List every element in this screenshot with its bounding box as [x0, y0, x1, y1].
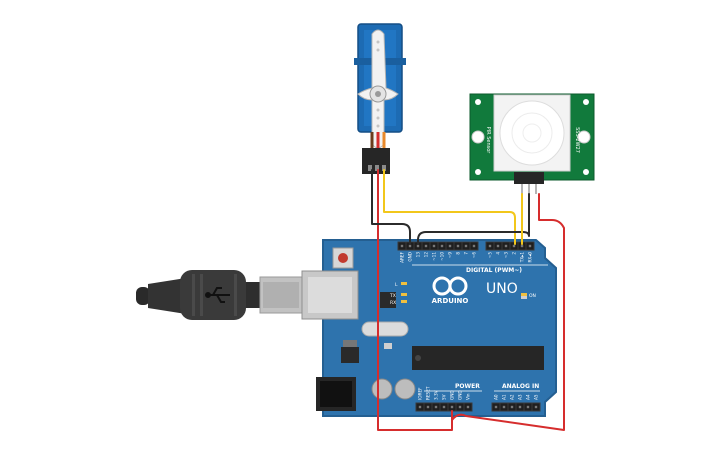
servo-motor[interactable]: [354, 23, 406, 174]
pin-label: RX◂0: [528, 252, 533, 263]
pin-label: ~3: [504, 252, 509, 259]
pin-label: 3.3V: [434, 390, 439, 400]
pin-label: Vin: [466, 393, 471, 400]
pin-hole: [416, 244, 420, 248]
wire-red-5v[interactable]: [377, 169, 565, 431]
capacitor: [371, 378, 393, 400]
pin-label: 5V: [442, 394, 447, 400]
pin-label: GND: [450, 390, 455, 400]
pin-hole: [440, 244, 444, 248]
pin-hole: [432, 244, 436, 248]
voltage-regulator: [341, 347, 359, 363]
wire-black-servo-gnd[interactable]: [371, 169, 411, 245]
pir-sensor[interactable]: PIR Sensor SSS-2W27: [469, 93, 595, 194]
pin-label: ~6: [472, 252, 477, 259]
pin-hole: [472, 244, 476, 248]
pin-label: TX▸1: [520, 252, 525, 264]
pin-hole: [456, 244, 460, 248]
pin-hole: [534, 405, 538, 409]
pin-label: ~5: [488, 252, 493, 259]
arduino-brand: ARDUINO: [432, 297, 469, 305]
pin-hole: [502, 405, 506, 409]
digital-pin-header: [397, 241, 535, 251]
pin-label: A1: [502, 394, 507, 400]
wire-yellow-servo-signal[interactable]: [383, 169, 516, 245]
pin-hole: [458, 405, 462, 409]
capacitor: [394, 378, 416, 400]
pin-hole: [520, 244, 524, 248]
pin-hole: [464, 244, 468, 248]
arduino-model: UNO: [486, 281, 518, 297]
pin-hole: [400, 244, 404, 248]
power-pin-header: [415, 402, 473, 412]
pin-hole: [442, 405, 446, 409]
pin-label: 7: [464, 252, 469, 255]
pin-label: GND: [408, 252, 413, 262]
usb-chip: [380, 292, 396, 308]
analog-header-label: ANALOG IN: [502, 383, 539, 390]
wires: [371, 169, 565, 431]
pin-hole: [488, 244, 492, 248]
arduino-uno-board[interactable]: ARDUINO UNO L TX RX ON DIGITAL (PWM~) PO…: [301, 239, 557, 417]
pin-label: 2: [512, 252, 517, 255]
crystal-oscillator: [361, 321, 409, 337]
power-header-label: POWER: [455, 383, 480, 390]
pin-label: A3: [518, 394, 523, 400]
pin-hole: [504, 244, 508, 248]
pin-label: 12: [424, 252, 429, 258]
pin-label: AREF: [400, 251, 405, 262]
pin-hole: [450, 405, 454, 409]
pin-label: RESET: [426, 386, 431, 400]
pin-hole: [448, 244, 452, 248]
pin-label: IOREF: [418, 387, 423, 400]
wire-black-pir-gnd[interactable]: [417, 193, 530, 245]
pin-label: 8: [456, 252, 461, 255]
pin-label: A2: [510, 394, 515, 400]
pir-side-label: PIR Sensor: [485, 127, 491, 155]
usb-cable[interactable]: [136, 270, 303, 320]
pin-hole: [418, 405, 422, 409]
pin-label: A5: [534, 394, 539, 400]
atmega-chip: [412, 346, 544, 370]
pin-hole: [426, 405, 430, 409]
pin-hole: [518, 405, 522, 409]
pin-label: GND: [458, 390, 463, 400]
pin-label: ~9: [448, 252, 453, 259]
pir-part-label: SSS-2W27: [574, 127, 580, 153]
pin-hole: [528, 244, 532, 248]
pin-label: ~10: [440, 252, 445, 261]
pin-hole: [434, 405, 438, 409]
pin-label: 13: [416, 252, 421, 258]
pin-hole: [466, 405, 470, 409]
usb-icon: [205, 287, 230, 303]
pin-hole: [494, 405, 498, 409]
led-rx-label: RX: [390, 300, 396, 306]
pin-label: A0: [494, 394, 499, 400]
pin-hole: [526, 405, 530, 409]
pin-label: ~11: [432, 252, 437, 261]
pir-connector[interactable]: [514, 172, 544, 184]
pin-hole: [424, 244, 428, 248]
pin-label: A4: [526, 394, 531, 400]
reset-button[interactable]: [332, 247, 354, 269]
arduino-logo-icon: [432, 276, 468, 296]
pin-hole: [512, 244, 516, 248]
led-tx-label: TX: [389, 293, 396, 299]
pin-label: 4: [496, 252, 501, 255]
digital-header-label: DIGITAL (PWM~): [466, 267, 522, 274]
pin-hole: [510, 405, 514, 409]
led-on-label: ON: [529, 293, 536, 299]
pin-hole: [408, 244, 412, 248]
analog-pin-header: [491, 402, 541, 412]
pin-hole: [496, 244, 500, 248]
led-l-label: L: [395, 282, 398, 288]
pir-dome: [499, 100, 565, 166]
